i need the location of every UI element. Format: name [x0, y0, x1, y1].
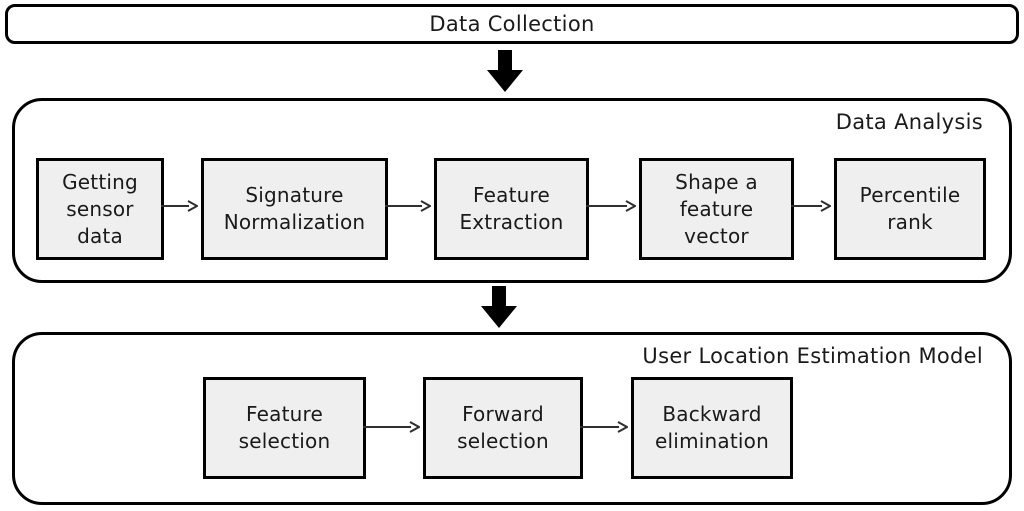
user-location-estimation-model-section: User Location Estimation Model Feature s… [12, 332, 1012, 505]
right-arrow-icon [161, 200, 198, 212]
step-shape-feature-vector: Shape a feature vector [639, 158, 794, 260]
step-label: Shape a feature vector [675, 169, 758, 248]
step-label: Backward elimination [655, 402, 769, 453]
step-feature-selection: Feature selection [203, 377, 366, 479]
step-label: Forward selection [457, 402, 549, 453]
right-arrow-icon [363, 421, 420, 433]
right-arrow-icon [586, 200, 636, 212]
step-signature-normalization: Signature Normalization [201, 158, 388, 260]
right-arrow-icon [580, 421, 628, 433]
step-label: Feature selection [238, 402, 331, 453]
step-label: Percentile rank [859, 183, 961, 234]
step-percentile-rank: Percentile rank [834, 158, 986, 260]
user-location-estimation-model-label: User Location Estimation Model [642, 344, 983, 368]
right-arrow-icon [791, 200, 831, 212]
data-analysis-section: Data Analysis Getting sensor data Signat… [12, 98, 1012, 283]
data-collection-box: Data Collection [5, 4, 1019, 44]
data-analysis-label: Data Analysis [835, 110, 983, 134]
down-arrow-icon [481, 286, 517, 328]
right-arrow-icon [385, 200, 431, 212]
step-feature-extraction: Feature Extraction [434, 158, 589, 260]
data-collection-label: Data Collection [429, 12, 595, 36]
step-label: Feature Extraction [459, 183, 564, 234]
step-backward-elimination: Backward elimination [631, 377, 793, 479]
down-arrow-icon [487, 50, 523, 92]
step-getting-sensor-data: Getting sensor data [36, 158, 164, 260]
step-label: Signature Normalization [223, 183, 366, 234]
step-forward-selection: Forward selection [423, 377, 583, 479]
step-label: Getting sensor data [62, 169, 138, 248]
